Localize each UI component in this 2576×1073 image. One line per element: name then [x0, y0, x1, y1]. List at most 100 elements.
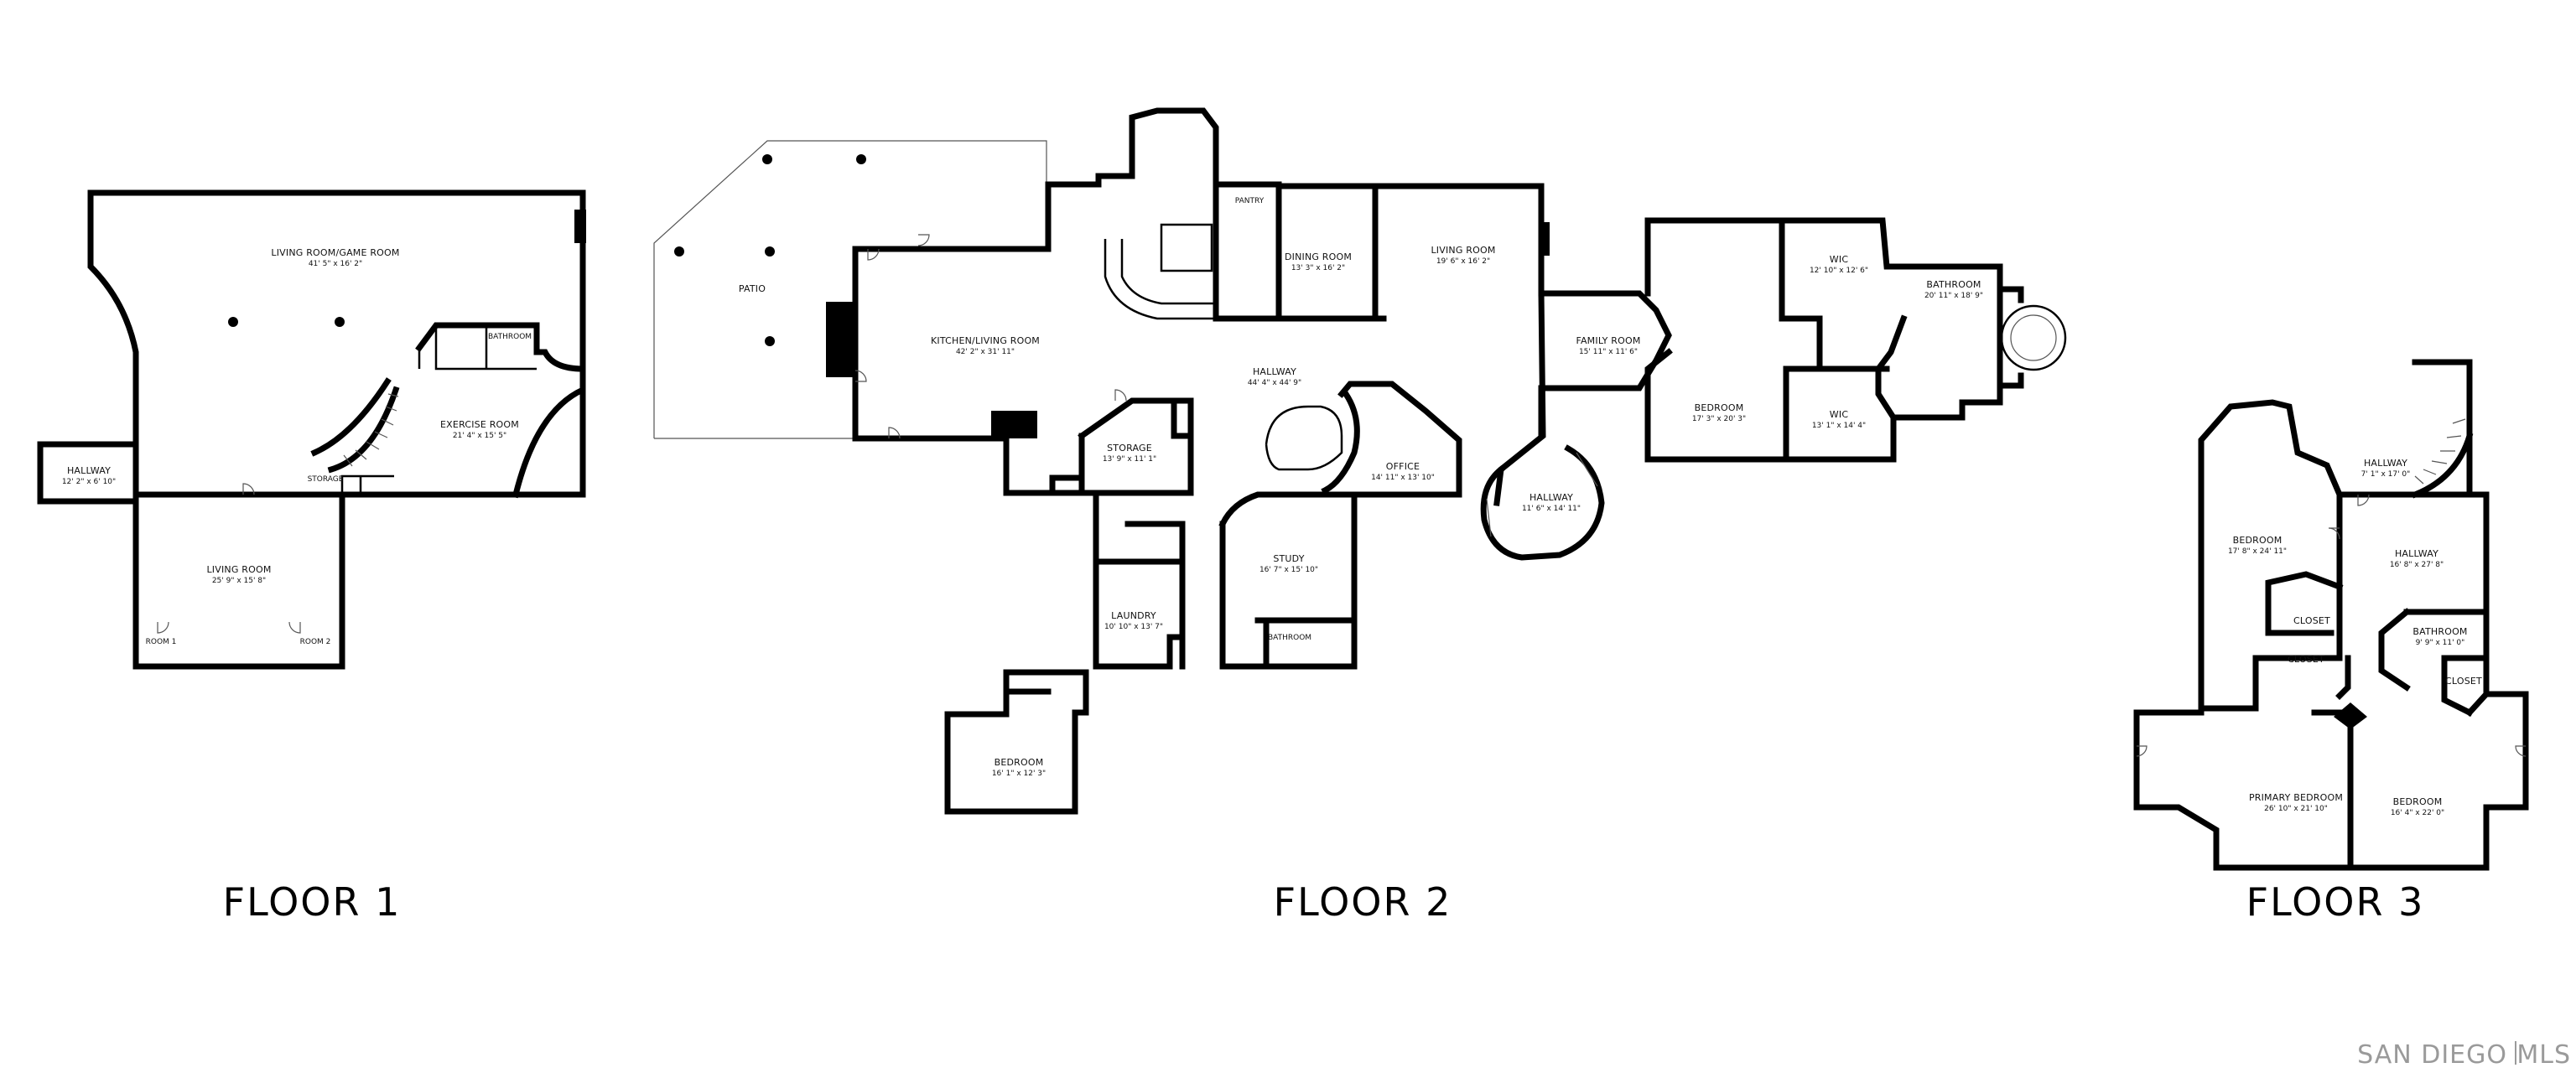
- room-label: BATHROOM: [1268, 634, 1311, 642]
- room-label: LIVING ROOM: [206, 564, 271, 575]
- floor-3-bathroom-walls: [2378, 608, 2490, 717]
- floor-2-laundry-walls: [1093, 490, 1186, 670]
- room-dimensions: 13' 3" x 16' 2": [1291, 264, 1345, 272]
- room-label: PATIO: [739, 283, 766, 294]
- fireplace: [991, 411, 1037, 438]
- room-dimensions: 16' 8" x 27' 8": [2390, 561, 2444, 569]
- door: [157, 483, 301, 634]
- floor-2-stair-rail: [1321, 390, 1360, 495]
- room-dimensions: 12' 2" x 6' 10": [62, 478, 116, 486]
- column: [228, 317, 238, 327]
- room-label: BATHROOM: [488, 333, 532, 341]
- floor-3-chimney: [2334, 702, 2367, 729]
- floor-2-stair: [1265, 405, 1343, 471]
- room-dimensions: 9' 9" x 11' 0": [2416, 639, 2465, 647]
- bathtub: [2000, 304, 2067, 371]
- room-label: ROOM 2: [300, 638, 331, 646]
- floor-1-inner-walls: [340, 325, 537, 495]
- room-label: STORAGE: [308, 475, 344, 484]
- floor-1-living-walls: [132, 491, 345, 670]
- floor-2-east-wing: [1538, 290, 1672, 439]
- floor-3-label: FLOOR 3: [2246, 879, 2425, 925]
- room-label: HALLWAY: [1530, 492, 1573, 503]
- room-label: OFFICE: [1386, 461, 1420, 472]
- floor-3-plan: HALLWAY 7' 1" x 17' 0" BEDROOM 17' 8" x …: [2133, 359, 2529, 871]
- bathtub-inner: [2010, 314, 2057, 361]
- room-label: BEDROOM: [2233, 535, 2283, 546]
- room-dimensions: 13' 1" x 14' 4": [1812, 422, 1866, 430]
- room-label: CLOSET: [2293, 615, 2330, 626]
- tub-surround: [1997, 286, 2024, 389]
- column: [674, 246, 684, 257]
- room-dimensions: 21' 4" x 15' 5": [453, 432, 506, 440]
- room-dimensions: 12' 10" x 12' 6": [1810, 267, 1868, 275]
- door: [854, 234, 1127, 439]
- room-label: FAMILY ROOM: [1576, 335, 1640, 346]
- room-label: HALLWAY: [2395, 548, 2438, 559]
- floor-1-hallway-walls: [37, 441, 139, 505]
- floor-3-primary-walls: [2133, 709, 2354, 871]
- column: [335, 317, 345, 327]
- room-label: STORAGE: [1107, 443, 1152, 454]
- mls-watermark: SAN DIEGO MLS: [2357, 1040, 2570, 1070]
- room-label: BATHROOM: [1926, 279, 1981, 290]
- fireplace: [826, 302, 855, 377]
- room-label: DINING ROOM: [1285, 251, 1352, 262]
- floor-2-main-outline: [852, 107, 1546, 506]
- room-dimensions: 25' 9" x 15' 8": [212, 577, 266, 585]
- watermark-left-text: SAN DIEGO: [2357, 1040, 2507, 1070]
- floor-2-plan: PATIO KITCHEN/LIVING ROOM 42' 2" x 31' 1…: [653, 107, 2067, 815]
- room-label: BATHROOM: [2412, 626, 2467, 637]
- patio-outline: [653, 140, 1047, 439]
- floor-1-stair-steps: [343, 393, 399, 467]
- room-label: CLOSET: [2288, 654, 2324, 665]
- door: [2136, 494, 2527, 757]
- room-label: ROOM 1: [146, 638, 177, 646]
- floor-1-outline: [87, 189, 586, 499]
- floor-3-bedroom-right-walls: [2347, 691, 2529, 871]
- room-dimensions: 41' 5" x 16' 2": [309, 260, 362, 268]
- room-label: PANTRY: [1235, 197, 1265, 205]
- room-label: HALLWAY: [1253, 366, 1296, 377]
- room-label: LIVING ROOM/GAME ROOM: [271, 247, 399, 258]
- column: [765, 246, 775, 257]
- room-dimensions: 17' 8" x 24' 11": [2228, 547, 2287, 556]
- column: [762, 154, 772, 164]
- column: [765, 336, 775, 346]
- fireplace: [1541, 222, 1550, 256]
- room-dimensions: 19' 6" x 16' 2": [1436, 257, 1490, 266]
- room-label: WIC: [1830, 409, 1849, 420]
- floor-3-bedroom-walls: [2198, 399, 2343, 712]
- room-label: STUDY: [1273, 553, 1304, 564]
- room-label: HALLWAY: [2364, 458, 2407, 469]
- room-label: BEDROOM: [995, 757, 1044, 768]
- floor-2-lower-bedroom: [944, 669, 1089, 815]
- room-dimensions: 15' 11" x 11' 6": [1579, 348, 1638, 356]
- room-label: EXERCISE ROOM: [440, 419, 519, 430]
- room-label: KITCHEN/LIVING ROOM: [931, 335, 1040, 346]
- room-label: WIC: [1830, 254, 1849, 265]
- kitchen-counter: [1104, 239, 1216, 320]
- room-label: CLOSET: [2445, 676, 2482, 687]
- room-label: HALLWAY: [67, 465, 111, 476]
- floor-1-stair: [310, 377, 400, 474]
- floor-3-hallway-walls: [2265, 491, 2490, 717]
- floor-1-label: FLOOR 1: [223, 879, 402, 925]
- room-dimensions: 11' 6" x 14' 11": [1522, 505, 1581, 513]
- kitchen-island: [1160, 223, 1213, 272]
- room-dimensions: 26' 10" x 21' 10": [2264, 805, 2328, 813]
- floor-2-study-walls: [1218, 491, 1358, 670]
- room-dimensions: 13' 9" x 11' 1": [1103, 455, 1156, 464]
- room-dimensions: 17' 3" x 20' 3": [1692, 415, 1746, 423]
- column: [856, 154, 866, 164]
- room-dimensions: 16' 7" x 15' 10": [1259, 566, 1318, 574]
- floor-3-stair-steps: [2414, 418, 2466, 485]
- floor-2-office-walls: [1337, 381, 1462, 498]
- room-label: BEDROOM: [2393, 796, 2443, 807]
- floor-2-storage-walls: [1049, 397, 1194, 496]
- room-dimensions: 42' 2" x 31' 11": [956, 348, 1015, 356]
- room-label: BEDROOM: [1695, 402, 1744, 413]
- floor-2-label: FLOOR 2: [1274, 879, 1452, 925]
- floor-2-round-hallway: [1480, 444, 1605, 561]
